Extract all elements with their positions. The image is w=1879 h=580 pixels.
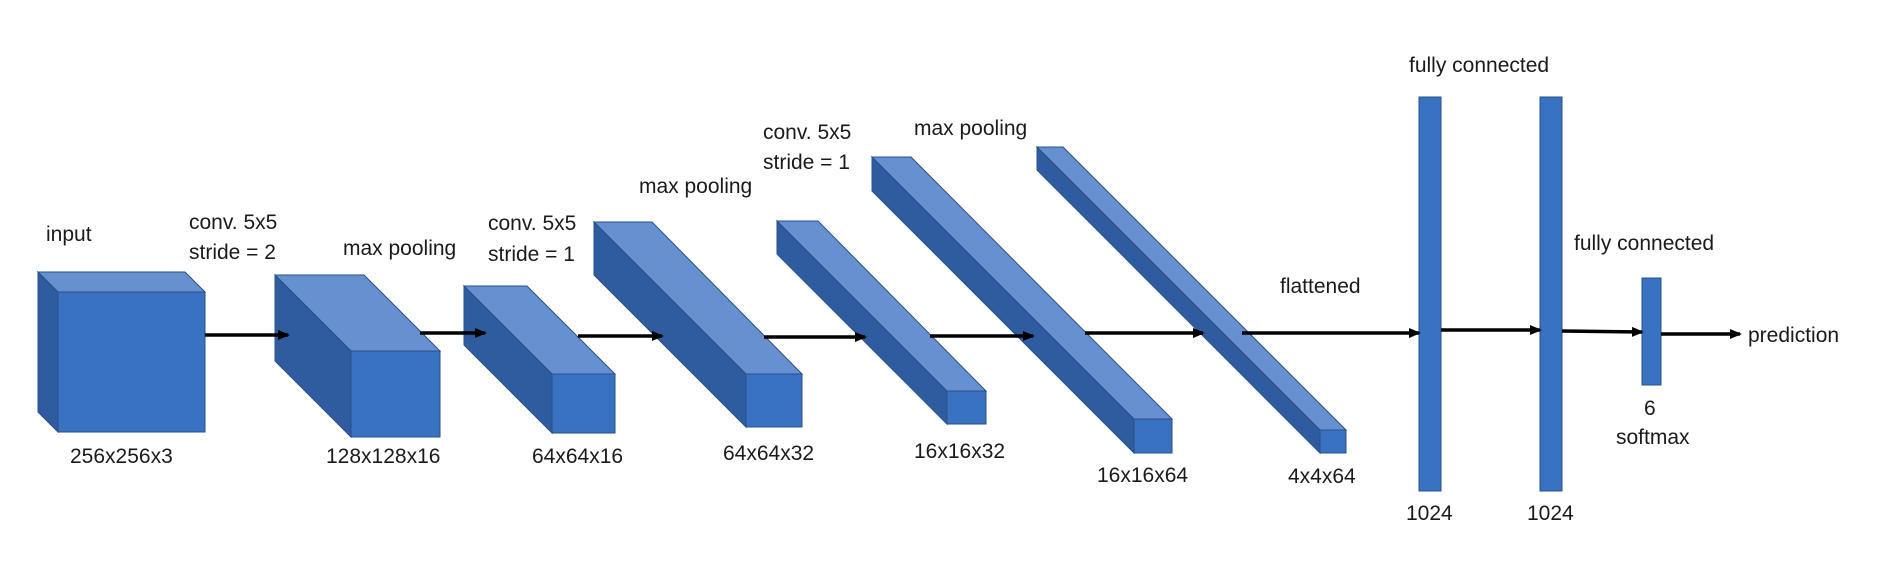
- dim-conv2: 64x64x32: [723, 442, 814, 465]
- label-conv2-line2: stride = 1: [488, 243, 575, 266]
- dim-pool2: 16x16x32: [914, 440, 1005, 463]
- fc2-units: 1024: [1527, 502, 1574, 525]
- label-conv3-line2: stride = 1: [763, 151, 850, 174]
- fc1-bar: [1418, 96, 1442, 492]
- dim-input: 256x256x3: [70, 445, 173, 468]
- volume-conv2: [592, 220, 804, 429]
- volume-conv3-front: [1133, 418, 1173, 454]
- volume-conv1-front: [350, 350, 441, 438]
- volume-pool1: [462, 284, 617, 435]
- dim-conv3: 16x16x64: [1097, 464, 1188, 487]
- volume-pool3-side: [1036, 145, 1321, 455]
- volume-pool3-front: [1319, 429, 1347, 454]
- arrow-9: [1561, 326, 1644, 337]
- label-input: input: [46, 223, 92, 246]
- label-pool3: max pooling: [914, 117, 1027, 140]
- volume-input: [36, 270, 207, 434]
- output-bar: [1641, 277, 1662, 386]
- volume-conv3: [870, 155, 1174, 455]
- dim-conv1: 128x128x16: [326, 445, 440, 468]
- label-conv1-line2: stride = 2: [189, 241, 276, 264]
- volume-conv2-front: [745, 373, 803, 428]
- label-pool2: max pooling: [639, 175, 752, 198]
- fc2-bar: [1539, 96, 1563, 492]
- volume-conv1: [273, 273, 442, 439]
- dim-pool3: 4x4x64: [1288, 465, 1356, 488]
- volume-pool2: [775, 219, 988, 426]
- output-units: 6: [1644, 397, 1656, 420]
- volume-input-front: [57, 291, 206, 433]
- volume-input-side: [37, 270, 59, 434]
- label-conv1-line1: conv. 5x5: [189, 211, 277, 234]
- label-conv2-line1: conv. 5x5: [488, 212, 576, 235]
- volume-input-top: [36, 271, 207, 293]
- fc1-units: 1024: [1406, 502, 1453, 525]
- volume-pool1-front: [551, 373, 616, 434]
- labels: input conv. 5x5 stride = 2 max pooling c…: [46, 54, 1839, 525]
- label-fc2: fully connected: [1574, 232, 1714, 255]
- label-prediction: prediction: [1748, 324, 1839, 347]
- label-pool1: max pooling: [343, 237, 456, 260]
- arrows: [205, 325, 1742, 342]
- label-flattened: flattened: [1280, 275, 1361, 298]
- label-fc1: fully connected: [1409, 54, 1549, 77]
- dim-pool1: 64x64x16: [532, 445, 623, 468]
- label-conv3-line1: conv. 5x5: [763, 121, 851, 144]
- volume-pool3: [1035, 145, 1348, 455]
- volume-pool2-front: [946, 390, 987, 425]
- output-activation: softmax: [1616, 426, 1690, 449]
